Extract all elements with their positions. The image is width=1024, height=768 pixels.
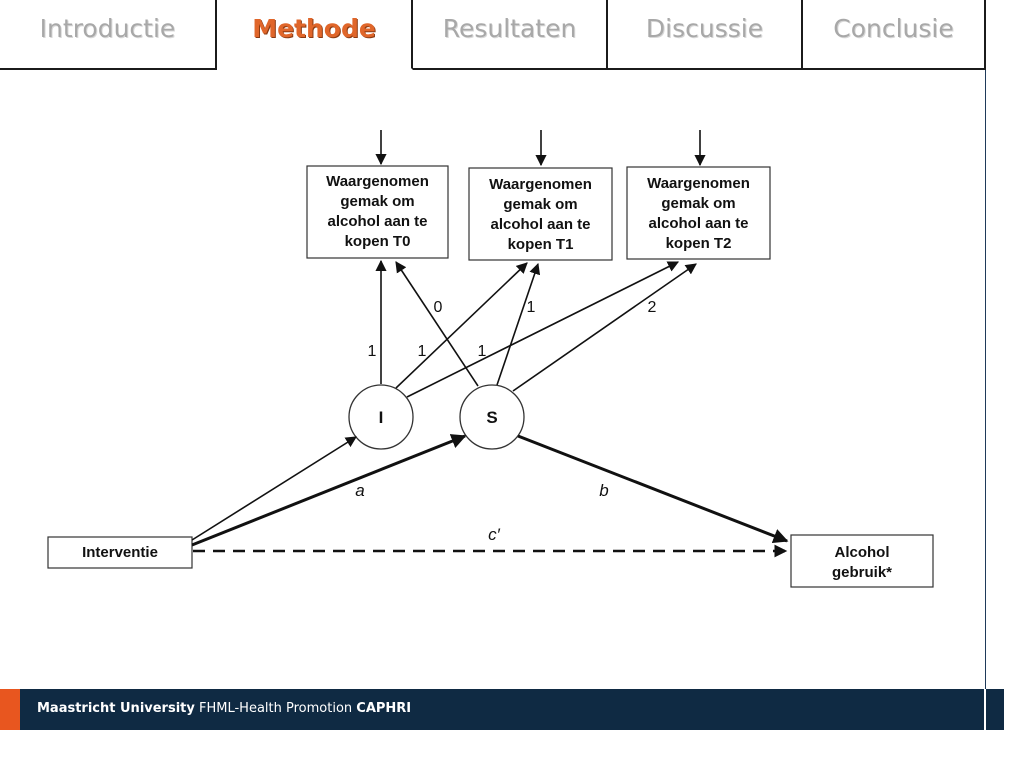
tab-resultaten[interactable]: Resultaten [413, 0, 608, 70]
box-t2-line-1: Waargenomen [647, 175, 750, 192]
path-a-label: a [355, 481, 364, 500]
path-b-label: b [599, 481, 608, 500]
right-border-rule [985, 70, 986, 730]
tab-bar: Introductie Methode Resultaten Discussie… [0, 0, 986, 70]
latent-intercept-label: I [379, 408, 384, 427]
box-t0-line-3: alcohol aan te [327, 213, 427, 230]
box-t1-line-4: kopen T1 [508, 236, 574, 253]
tab-introductie[interactable]: Introductie [0, 0, 217, 70]
footer-text: Maastricht University FHML-Health Promot… [37, 701, 411, 716]
box-t1-line-3: alcohol aan te [490, 216, 590, 233]
box-outcome-line-2: gebruik* [832, 564, 892, 581]
box-t1-line-2: gemak om [503, 196, 577, 213]
loading-s-t1: 1 [527, 299, 536, 316]
box-t0-line-2: gemak om [340, 193, 414, 210]
arrow-s-to-t0 [395, 261, 479, 387]
arrow-i-to-t1 [395, 262, 528, 389]
footer-institute: CAPHRI [356, 701, 412, 716]
box-t0-line-1: Waargenomen [326, 173, 429, 190]
box-t2-line-2: gemak om [661, 195, 735, 212]
arrow-path-a [191, 434, 467, 547]
mediation-model-diagram: Waargenomen gemak om alcohol aan te kope… [47, 130, 934, 588]
path-c-prime-label: c′ [488, 525, 501, 544]
box-t1-line-1: Waargenomen [489, 176, 592, 193]
tab-discussie[interactable]: Discussie [608, 0, 803, 70]
footer-accent-stripe [0, 689, 20, 730]
footer-bar: Maastricht University FHML-Health Promot… [0, 689, 1004, 730]
box-t0-line-4: kopen T0 [345, 233, 411, 250]
tab-methode[interactable]: Methode [217, 0, 413, 70]
latent-intercept-circle: I [348, 384, 414, 450]
arrow-s-to-t1 [496, 262, 541, 386]
footer-department: FHML-Health Promotion [199, 701, 353, 716]
footer-university: Maastricht University [37, 701, 195, 716]
footer-end-divider [984, 689, 986, 730]
tab-conclusie[interactable]: Conclusie [803, 0, 986, 70]
box-t2-line-4: kopen T2 [666, 235, 732, 252]
loading-s-t2: 2 [648, 299, 657, 316]
latent-slope-circle: S [459, 384, 525, 450]
loading-i-t1: 1 [418, 343, 427, 360]
box-outcome-line-1: Alcohol [835, 544, 890, 561]
loading-i-t2: 1 [478, 343, 487, 360]
loading-i-t0: 1 [368, 343, 377, 360]
arrow-intervention-to-i [191, 436, 357, 541]
box-intervention-label: Interventie [82, 544, 158, 561]
box-t1: Waargenomen gemak om alcohol aan te kope… [468, 167, 613, 261]
box-intervention: Interventie [47, 536, 193, 569]
box-outcome: Alcohol gebruik* [790, 534, 934, 588]
loading-s-t0: 0 [434, 299, 443, 316]
box-t0: Waargenomen gemak om alcohol aan te kope… [306, 165, 449, 259]
box-t2-line-3: alcohol aan te [648, 215, 748, 232]
arrow-s-to-t2 [512, 263, 697, 392]
latent-slope-label: S [486, 408, 497, 427]
box-t2: Waargenomen gemak om alcohol aan te kope… [626, 166, 771, 260]
arrow-path-b [517, 434, 789, 544]
arrow-i-to-t2 [406, 261, 680, 398]
